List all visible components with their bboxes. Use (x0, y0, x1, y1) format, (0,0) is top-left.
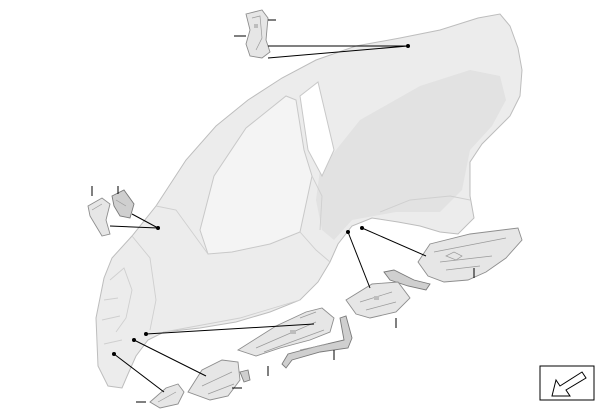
sill-reinforcement-front (187, 359, 251, 401)
c-pillar-upper-bracket (245, 9, 271, 59)
side-frame-body-shell (95, 13, 523, 389)
front-sill-bracket (149, 383, 185, 409)
sill-bracket (281, 315, 353, 369)
rear-wheel-arch-panel (383, 227, 523, 291)
leader-lines (109, 44, 427, 393)
reference-ticks (91, 19, 475, 403)
rear-sill-reinforcement (345, 281, 411, 319)
a-pillar-upper-bracket (87, 189, 135, 237)
sill-reinforcement-center (236, 307, 335, 357)
arrow-pointing-lower-left-icon[interactable] (539, 365, 595, 401)
